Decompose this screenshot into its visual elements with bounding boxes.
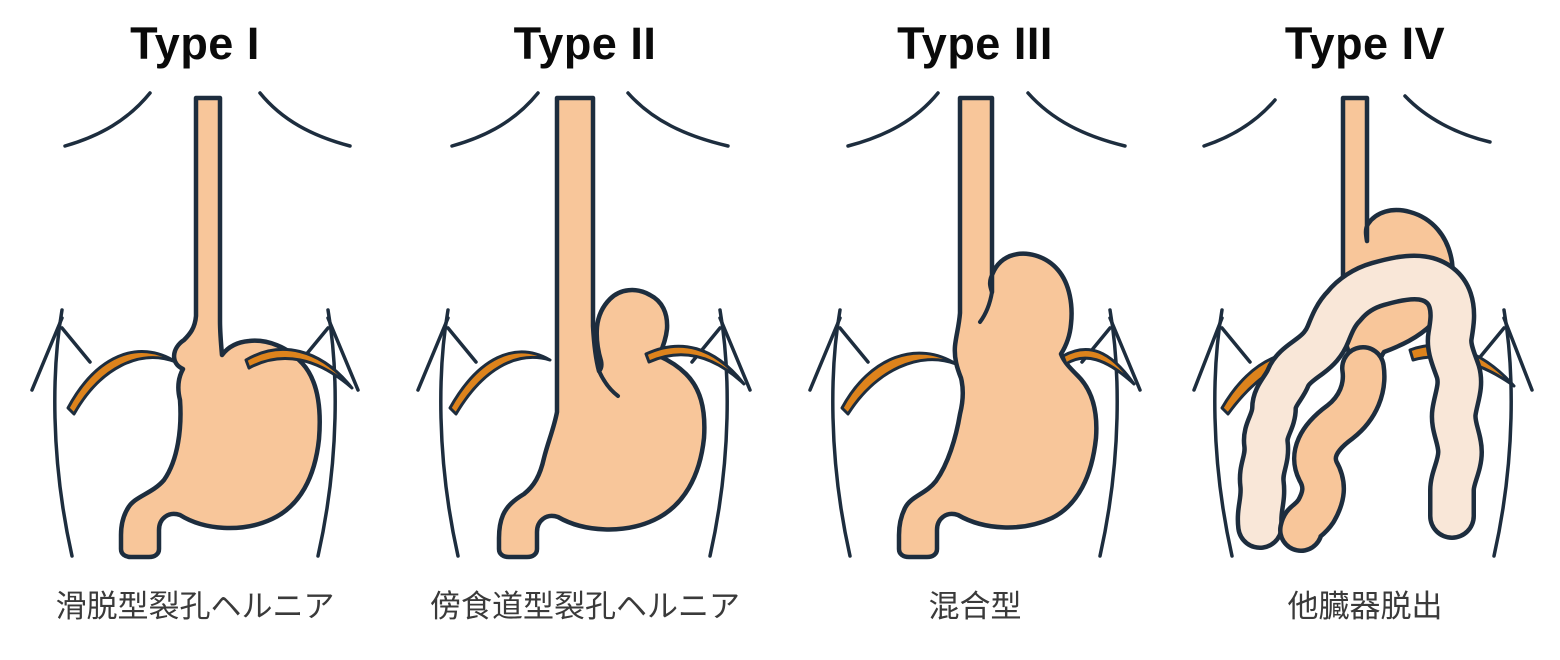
diaphragm-right xyxy=(244,347,354,390)
type-4-illustration xyxy=(1192,94,1534,558)
panel-label: 滑脱型裂孔ヘルニア xyxy=(55,589,335,625)
torso-outline xyxy=(30,91,360,558)
panel-title: Type II xyxy=(513,18,657,69)
bowel-loops xyxy=(1235,253,1484,550)
panel-title: Type IV xyxy=(1284,18,1446,69)
diaphragm-right xyxy=(644,344,746,386)
esophagus-stomach xyxy=(896,95,1099,560)
esophagus-stomach-lower xyxy=(1278,345,1387,553)
diaphragm-left xyxy=(448,350,552,416)
torso-outline xyxy=(808,91,1142,558)
panel-label: 傍食道型裂孔ヘルニア xyxy=(430,589,740,625)
panel-type-3: Type III 混合型 xyxy=(780,0,1170,660)
panel-title: Type I xyxy=(130,18,260,69)
torso-outline xyxy=(1192,94,1534,558)
panel-title: Type III xyxy=(897,18,1053,69)
panel-type-2: Type II 傍食道型裂孔ヘルニア xyxy=(390,0,780,660)
panel-type-1: Type I 滑脱型裂孔ヘルニア xyxy=(0,0,390,660)
esophagus-stomach xyxy=(496,95,707,560)
type-1-illustration xyxy=(30,91,360,560)
type-2-illustration xyxy=(416,91,752,560)
panel-label: 他臓器脱出 xyxy=(1287,589,1443,625)
esophagus-stomach xyxy=(118,95,322,560)
type-3-illustration xyxy=(808,91,1142,560)
cardia-fold-line xyxy=(978,290,994,324)
diaphragm-left xyxy=(66,350,178,416)
panel-label: 混合型 xyxy=(928,589,1022,625)
panel-type-4: Type IV 他臓器脱出 xyxy=(1170,0,1560,660)
diaphragm-right xyxy=(1061,347,1136,386)
torso-outline xyxy=(416,91,752,558)
hiatus-fold-line xyxy=(597,369,620,398)
diaphragm-left xyxy=(840,351,958,416)
